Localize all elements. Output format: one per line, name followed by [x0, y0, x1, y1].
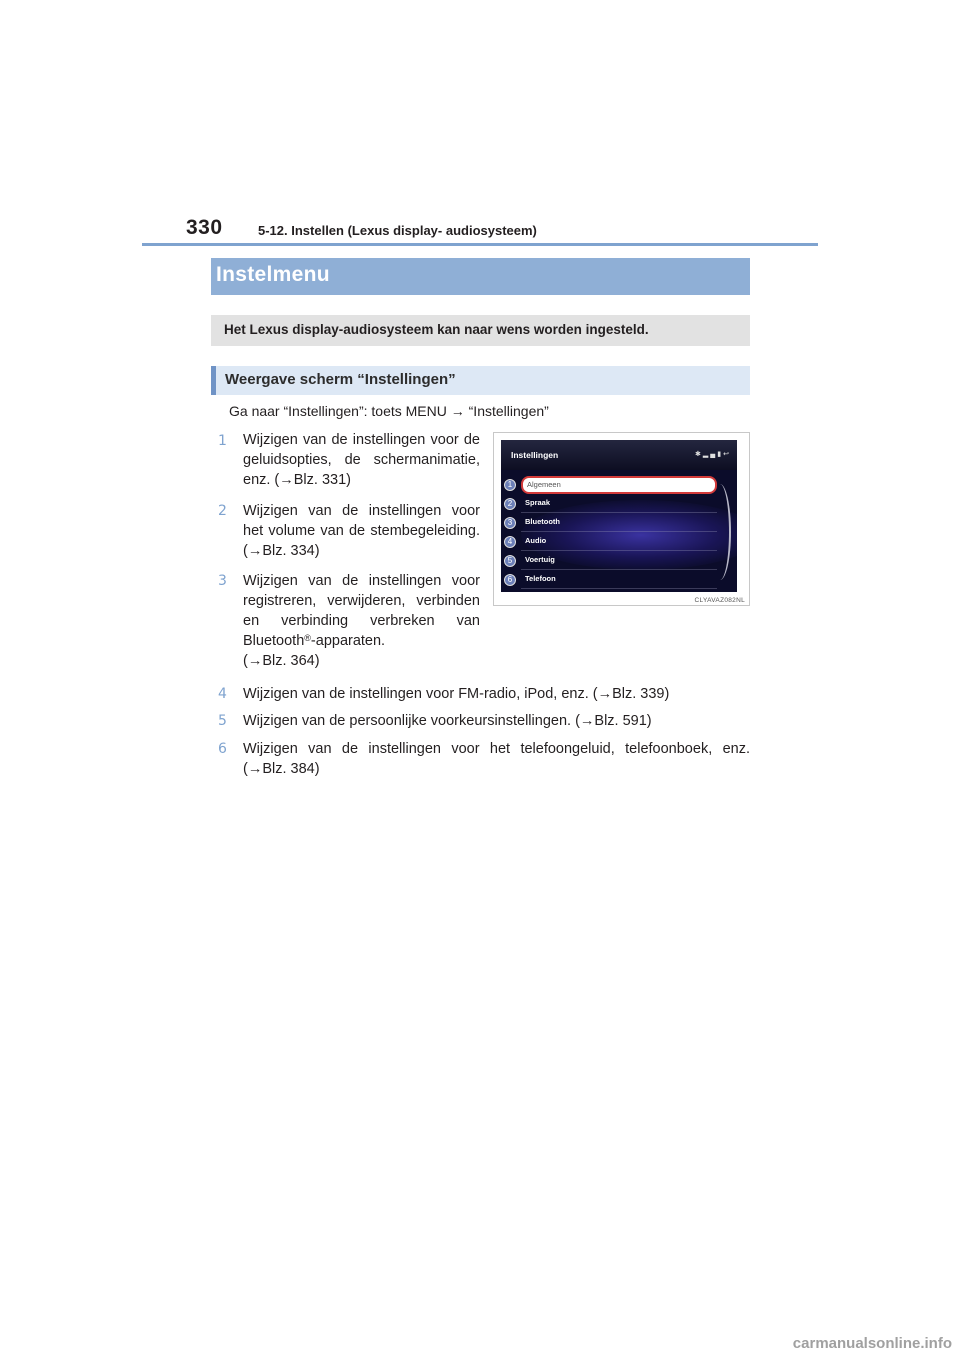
back-icon[interactable]: ↩ [723, 451, 731, 458]
callout-3: 3 [504, 517, 516, 529]
watermark[interactable]: carmanualsonline.info [792, 1335, 952, 1352]
page-title: Instelmenu [216, 263, 330, 286]
item-number-4: 4 [218, 686, 227, 702]
item-number-6: 6 [218, 741, 227, 757]
callout-5: 5 [504, 555, 516, 567]
subheading-text: Weergave scherm “Instellingen” [225, 371, 456, 388]
item-2-line-1: Wijzigen van de instellingen voor [243, 503, 480, 519]
banner-main: Instelmenu [211, 258, 750, 295]
item-3-line-1: Wijzigen van de instellingen voor [243, 573, 480, 589]
item-3-line-3: en verbinding verbreken van [243, 613, 480, 629]
header-rule [142, 243, 818, 246]
figure-code: CLYAVAZ082NL [694, 597, 745, 604]
item-number-1: 1 [218, 433, 227, 449]
screen-topbar: Instellingen ✱▂▄▮↩ [501, 440, 737, 470]
menu-item-telefoon[interactable]: Telefoon [521, 571, 717, 589]
callout-2: 2 [504, 498, 516, 510]
item-text-1: Wijzigen van de instellingen voor de gel… [243, 430, 480, 490]
subheading-box: Weergave scherm “Instellingen” [211, 366, 750, 395]
item-6-line-1: Wijzigen van de instellingen voor het te… [243, 741, 750, 757]
item-text-6: Wijzigen van de instellingen voor het te… [243, 739, 750, 779]
signal-icon: ▂▄ [702, 451, 718, 458]
item-number-2: 2 [218, 503, 227, 519]
item-3-line-4: Bluetooth®-apparaten. [243, 631, 480, 651]
menu-item-voertuig[interactable]: Voertuig [521, 552, 717, 570]
item-1-line-2: geluidsopties, de schermanimatie, [243, 452, 480, 468]
item-number-3: 3 [218, 573, 227, 589]
callout-1: 1 [504, 479, 516, 491]
menu-item-label: Algemeen [527, 480, 561, 489]
menu-item-algemeen[interactable]: Algemeen [521, 476, 717, 494]
battery-icon: ▮ [717, 451, 724, 458]
item-text-3: Wijzigen van de instellingen voor regist… [243, 571, 480, 671]
item-text-5: Wijzigen van de persoonlijke voorkeursin… [243, 713, 652, 729]
item-2-line-2: het volume van de stembegeleiding. [243, 523, 480, 539]
menu-item-spraak[interactable]: Spraak [521, 495, 717, 513]
menu-item-label: Spraak [525, 498, 551, 507]
menu-item-label: Audio [525, 536, 547, 545]
page-number: 330 [186, 216, 223, 239]
settings-screen-figure: Instellingen ✱▂▄▮↩ Algemeen 1 Spraak 2 B… [493, 432, 750, 606]
screen-title: Instellingen [511, 450, 559, 460]
bluetooth-icon: ✱ [695, 451, 703, 458]
item-3-line-2: registreren, verwijderen, verbinden [243, 593, 480, 609]
item-text-2: Wijzigen van de instellingen voor het vo… [243, 501, 480, 561]
menu-item-bluetooth[interactable]: Bluetooth [521, 514, 717, 532]
intro-text: Het Lexus display-audiosysteem kan naar … [224, 322, 649, 337]
menu-item-label: Voertuig [525, 555, 555, 564]
registered-mark: ® [304, 633, 311, 643]
scroll-arc [709, 484, 731, 580]
intro-box: Het Lexus display-audiosysteem kan naar … [211, 315, 750, 346]
item-1-line-3: enz. (→Blz. 331) [243, 472, 351, 488]
display-screen: Instellingen ✱▂▄▮↩ Algemeen 1 Spraak 2 B… [501, 440, 737, 592]
item-1-line-1: Wijzigen van de instellingen voor de [243, 432, 480, 448]
instruction-text: Ga naar “Instellingen”: toets MENU → “In… [229, 403, 549, 419]
item-number-5: 5 [218, 713, 227, 729]
item-6-line-2: (→Blz. 384) [243, 761, 320, 777]
menu-item-audio[interactable]: Audio [521, 533, 717, 551]
callout-4: 4 [504, 536, 516, 548]
bluetooth-word: Bluetooth [243, 633, 305, 649]
section-title: 5-12. Instellen (Lexus display- audiosys… [258, 223, 537, 238]
menu-item-label: Bluetooth [525, 517, 560, 526]
item-text-4: Wijzigen van de instellingen voor FM-rad… [243, 686, 670, 702]
status-icons: ✱▂▄▮↩ [695, 450, 731, 458]
menu-item-label: Telefoon [525, 574, 556, 583]
screen-glow [521, 500, 737, 570]
item-2-line-3: (→Blz. 334) [243, 543, 320, 559]
callout-6: 6 [504, 574, 516, 586]
item-3-line-5: (→Blz. 364) [243, 653, 320, 669]
devices-word: -apparaten. [310, 633, 386, 649]
